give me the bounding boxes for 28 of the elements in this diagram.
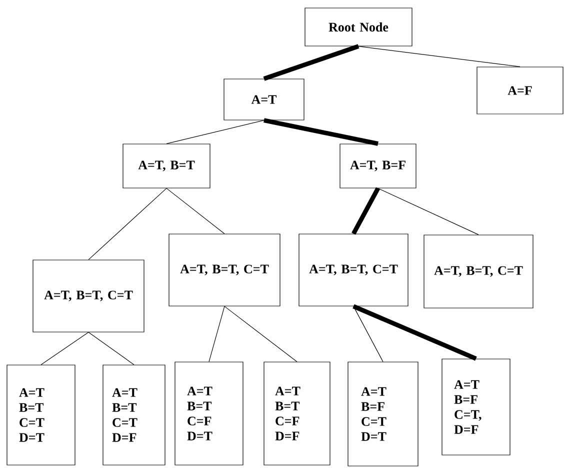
branch-line: [208, 306, 225, 362]
state-box: A=T: [224, 78, 304, 120]
branch-line: [88, 332, 134, 365]
branch-line: [352, 187, 380, 235]
state-box: A=F: [476, 66, 564, 114]
state-box: A=T, B=T, C=T: [32, 260, 144, 332]
branch-line: [352, 304, 477, 361]
branch-line: [263, 44, 360, 81]
state-box: A=T B=F C=T D=T: [348, 362, 418, 466]
branch-line: [166, 188, 225, 234]
state-box: A=T, B=T, C=T: [298, 234, 408, 306]
state-box: A=T B=T C=T D=F: [102, 364, 166, 466]
branch-line: [264, 118, 378, 146]
state-box: A=T, B=T: [122, 144, 210, 188]
branch-line: [40, 332, 89, 365]
state-box: A=T B=T C=F D=T: [174, 362, 244, 466]
branch-line: [166, 120, 264, 144]
state-box: A=T, B=T, C=T: [424, 234, 534, 308]
branch-line: [224, 306, 298, 362]
state-box: A=T B=F C=T, D=F: [442, 358, 510, 456]
branch-line: [378, 188, 479, 235]
state-box: A=T B=T C=F D=F: [264, 362, 330, 466]
state-box: A=T, B=F: [340, 144, 416, 188]
branch-line: [358, 46, 520, 67]
state-box: Root Node: [304, 8, 412, 46]
state-box: A=T, B=T, C=T: [168, 234, 280, 306]
branch-line: [88, 188, 167, 260]
state-box: A=T B=T C=T D=T: [6, 364, 76, 466]
